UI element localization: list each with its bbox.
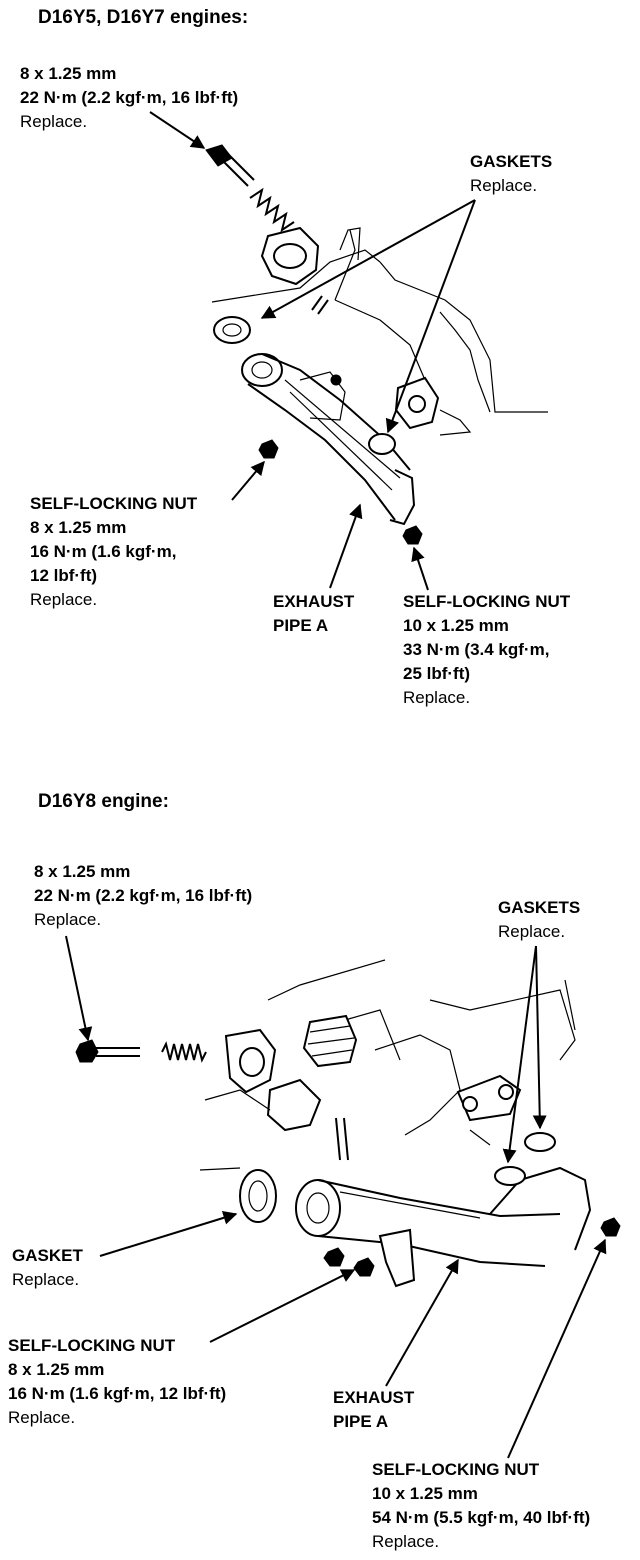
top-left-nut-note: Replace. — [30, 590, 98, 609]
top-exhaust-line1: EXHAUST — [273, 592, 355, 611]
bottom-flex-joint — [302, 1014, 358, 1068]
bottom-bolt-callout: 8 x 1.25 mm 22 N·m (2.2 kgf·m, 16 lbf·ft… — [34, 860, 252, 932]
bottom-exhaust-line2: PIPE A — [333, 1412, 389, 1431]
top-heading: D16Y5, D16Y7 engines: — [38, 7, 249, 28]
top-bolt-note: Replace. — [20, 112, 88, 131]
top-bolt-callout: 8 x 1.25 mm 22 N·m (2.2 kgf·m, 16 lbf·ft… — [20, 62, 238, 134]
top-gaskets-note: Replace. — [470, 176, 538, 195]
top-assembly — [149, 111, 548, 591]
bottom-flange — [224, 1028, 322, 1132]
bottom-gaskets-note: Replace. — [498, 922, 566, 941]
top-bolt — [205, 144, 255, 187]
top-bolt-size: 8 x 1.25 mm — [20, 64, 117, 83]
bottom-left-nut-callout: SELF-LOCKING NUT 8 x 1.25 mm 16 N·m (1.6… — [8, 1334, 226, 1430]
bottom-assembly — [65, 935, 621, 1459]
bottom-left-nut-2 — [323, 1247, 345, 1267]
bottom-left-nut — [353, 1257, 375, 1277]
bottom-right-nut-title: SELF-LOCKING NUT — [372, 1460, 540, 1479]
bottom-gaskets-callout: GASKETS Replace. — [498, 896, 580, 944]
top-right-nut-note: Replace. — [403, 688, 471, 707]
bottom-right-nut-callout: SELF-LOCKING NUT 10 x 1.25 mm 54 N·m (5.… — [372, 1458, 590, 1554]
top-left-nut-callout: SELF-LOCKING NUT 8 x 1.25 mm 16 N·m (1.6… — [30, 492, 197, 612]
bottom-bolt-size: 8 x 1.25 mm — [34, 862, 131, 881]
bottom-right-flange — [456, 1074, 556, 1186]
top-right-flange — [368, 376, 440, 455]
top-right-nut — [402, 525, 423, 545]
bottom-heading: D16Y8 engine: — [38, 791, 169, 812]
bottom-bolt-note: Replace. — [34, 910, 102, 929]
bottom-left-nut-note: Replace. — [8, 1408, 76, 1427]
top-exhaust-line2: PIPE A — [273, 616, 329, 635]
top-flange — [260, 226, 320, 286]
top-left-nut-size: 8 x 1.25 mm — [30, 518, 127, 537]
top-left-nut-torque-2: 12 lbf·ft) — [30, 566, 98, 585]
top-left-nut — [258, 439, 279, 459]
bottom-gasket-callout: GASKET Replace. — [12, 1244, 83, 1292]
bottom-exhaust-pipe — [295, 1166, 592, 1288]
bottom-exhaust-callout: EXHAUST PIPE A — [333, 1386, 414, 1434]
top-gaskets-callout: GASKETS Replace. — [470, 150, 552, 198]
top-gasket-upper — [213, 316, 251, 344]
bottom-left-nut-torque: 16 N·m (1.6 kgf·m, 12 lbf·ft) — [8, 1384, 227, 1403]
bottom-bolt — [75, 1039, 140, 1063]
bottom-right-nut-note: Replace. — [372, 1532, 440, 1551]
bottom-engine-outline — [199, 959, 576, 1171]
bottom-gasket — [239, 1169, 277, 1223]
top-spring — [249, 187, 295, 233]
bottom-spring — [161, 1041, 207, 1063]
top-leaders — [149, 111, 476, 591]
top-right-nut-callout: SELF-LOCKING NUT 10 x 1.25 mm 33 N·m (3.… — [403, 590, 570, 710]
top-left-nut-torque-1: 16 N·m (1.6 kgf·m, — [30, 542, 177, 561]
bottom-gasket-note: Replace. — [12, 1270, 80, 1289]
top-bolt-torque: 22 N·m (2.2 kgf·m, 16 lbf·ft) — [20, 88, 239, 107]
bottom-gaskets-title: GASKETS — [498, 898, 581, 917]
top-stud — [311, 295, 329, 315]
bottom-exhaust-line1: EXHAUST — [333, 1388, 415, 1407]
bottom-left-nut-size: 8 x 1.25 mm — [8, 1360, 105, 1379]
top-right-nut-title: SELF-LOCKING NUT — [403, 592, 571, 611]
bottom-right-nut — [600, 1217, 621, 1237]
top-right-nut-torque-2: 25 lbf·ft) — [403, 664, 471, 683]
bottom-right-nut-size: 10 x 1.25 mm — [372, 1484, 478, 1503]
top-right-nut-size: 10 x 1.25 mm — [403, 616, 509, 635]
bottom-gasket-title: GASKET — [12, 1246, 83, 1265]
bottom-leaders — [65, 935, 607, 1459]
bottom-stud — [335, 1117, 349, 1161]
bottom-right-nut-torque: 54 N·m (5.5 kgf·m, 40 lbf·ft) — [372, 1508, 591, 1527]
bottom-bolt-torque: 22 N·m (2.2 kgf·m, 16 lbf·ft) — [34, 886, 253, 905]
top-left-nut-title: SELF-LOCKING NUT — [30, 494, 198, 513]
bottom-left-nut-title: SELF-LOCKING NUT — [8, 1336, 176, 1355]
top-exhaust-callout: EXHAUST PIPE A — [273, 590, 354, 638]
top-engine-outline — [211, 227, 548, 436]
top-gaskets-title: GASKETS — [470, 152, 553, 171]
top-right-nut-torque-1: 33 N·m (3.4 kgf·m, — [403, 640, 550, 659]
